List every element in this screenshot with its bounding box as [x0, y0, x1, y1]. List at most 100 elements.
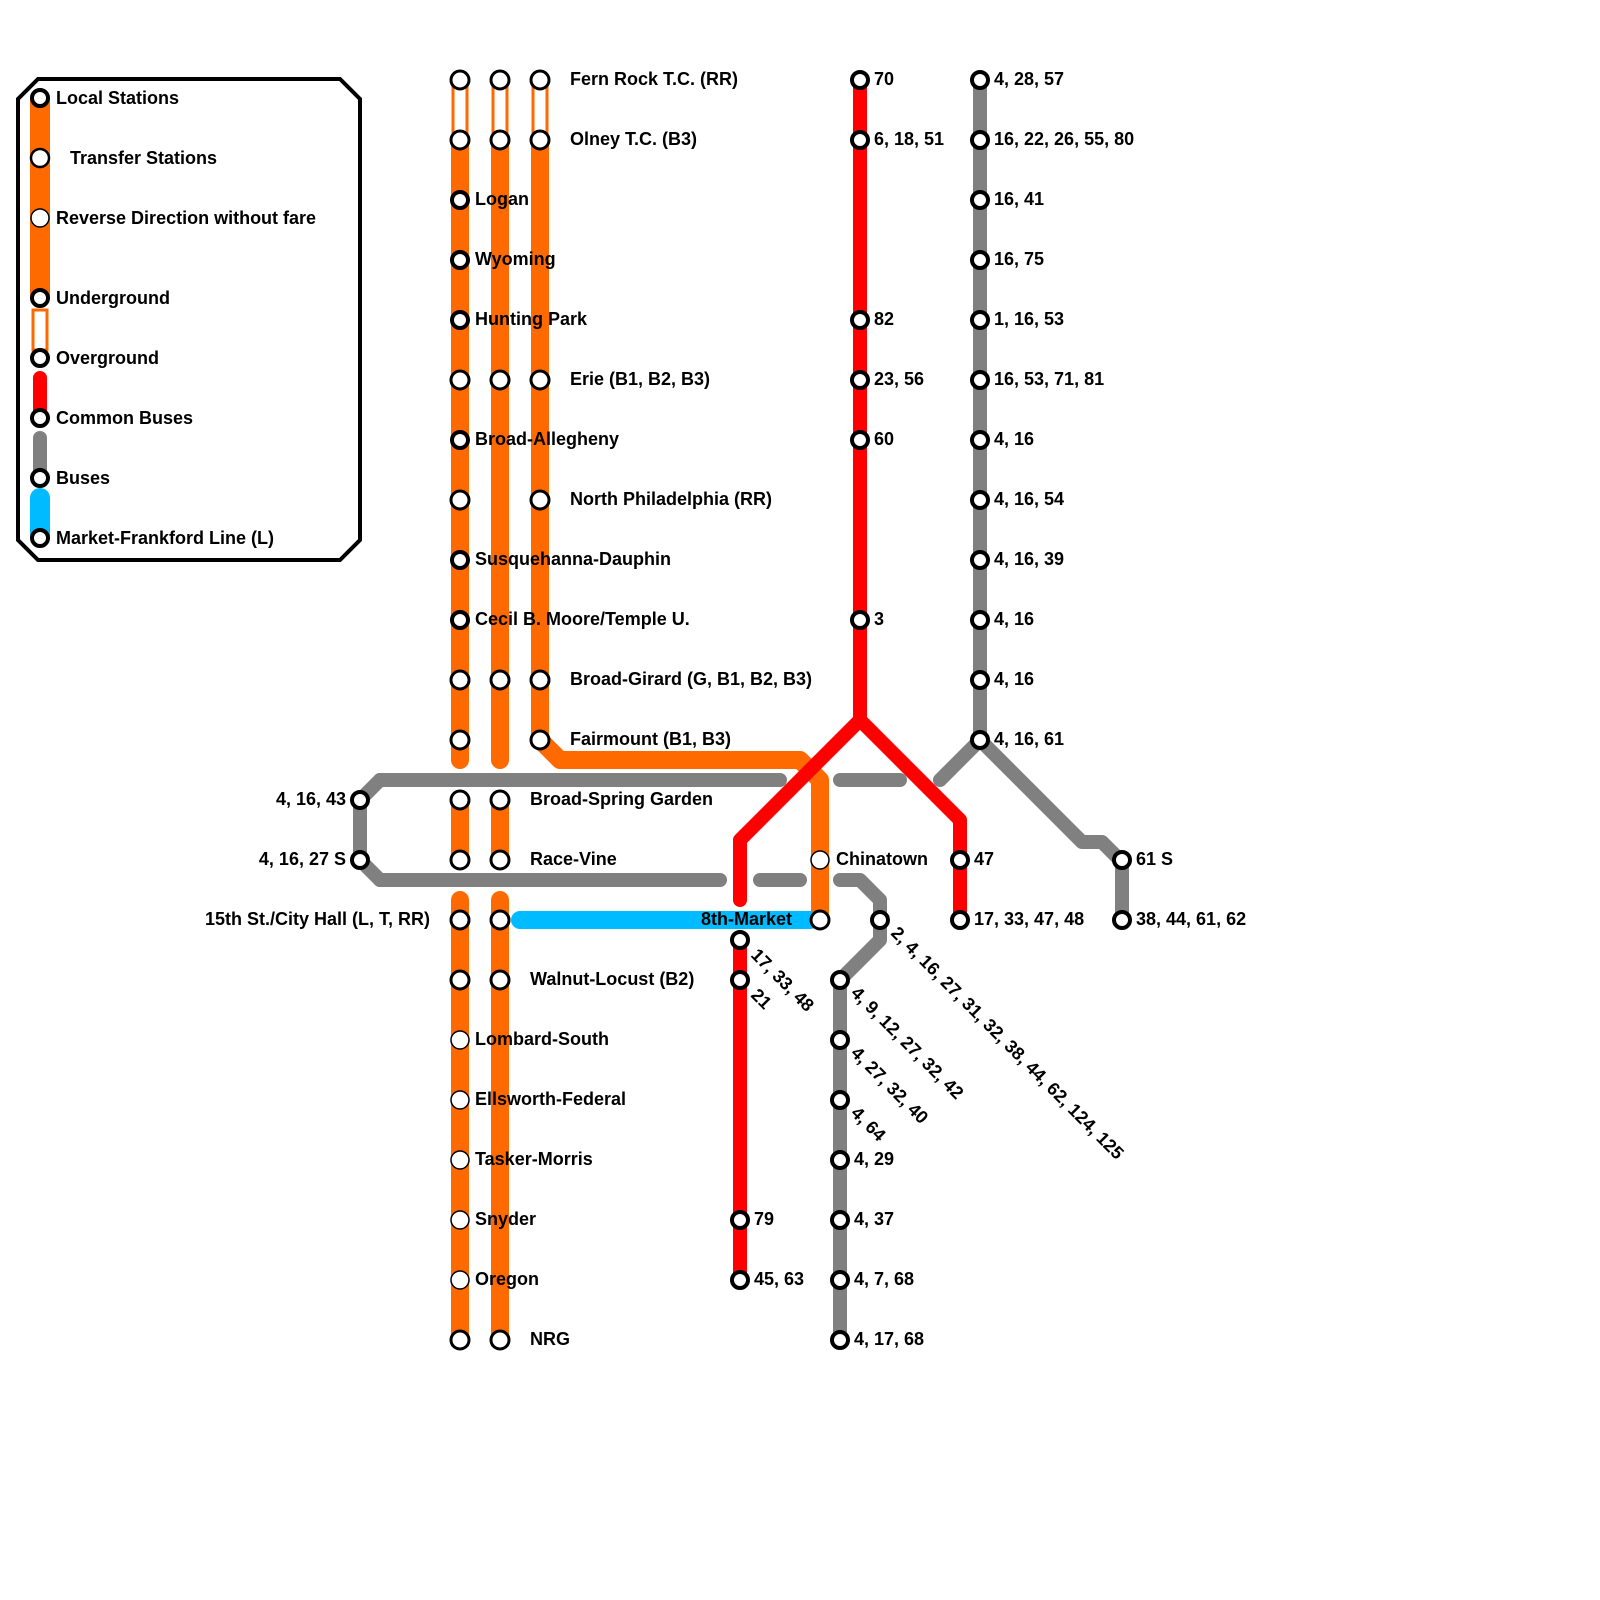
label-stop-4-16-b: 4, 16 [994, 609, 1034, 629]
station-snyder[interactable] [450, 1210, 470, 1230]
legend-overground-swatch [31, 308, 49, 352]
station-erie-2[interactable] [489, 369, 511, 391]
label-erie: Erie (B1, B2, B3) [570, 369, 710, 389]
station-broad-girard-3[interactable] [529, 669, 551, 691]
station-hunting-park[interactable] [450, 310, 470, 330]
station-nrg-1[interactable] [449, 1329, 471, 1351]
station-erie-3[interactable] [529, 369, 551, 391]
station-ellsworth-federal[interactable] [450, 1090, 470, 1110]
label-snyder: Snyder [475, 1209, 536, 1229]
station-olney-2[interactable] [489, 129, 511, 151]
stop-4-16-54[interactable] [970, 490, 990, 510]
stop-79[interactable] [730, 1210, 750, 1230]
label-oregon: Oregon [475, 1269, 539, 1289]
stop-4-16-c[interactable] [970, 670, 990, 690]
stop-4-7-68[interactable] [830, 1270, 850, 1290]
station-olney-3[interactable] [529, 129, 551, 151]
label-broad-allegheny: Broad-Allegheny [475, 429, 619, 449]
station-nrg-2[interactable] [489, 1329, 511, 1351]
stop-82[interactable] [850, 310, 870, 330]
station-tasker-morris[interactable] [450, 1150, 470, 1170]
label-stop-4-16-61: 4, 16, 61 [994, 729, 1064, 749]
bus-labels: 4, 28, 57 16, 22, 26, 55, 80 16, 41 16, … [259, 69, 1246, 1349]
station-olney-1[interactable] [449, 129, 471, 151]
stop-17-33-48[interactable] [730, 930, 750, 950]
stop-60[interactable] [850, 430, 870, 450]
stop-4-16-27-s[interactable] [350, 850, 370, 870]
stop-6-18-51[interactable] [850, 130, 870, 150]
label-chinatown: Chinatown [836, 849, 928, 869]
label-stop-4-29: 4, 29 [854, 1149, 894, 1169]
station-broad-spring-garden-1[interactable] [449, 789, 471, 811]
label-stop-4-28-57: 4, 28, 57 [994, 69, 1064, 89]
stop-17-33-47-48[interactable] [950, 910, 970, 930]
stop-1-16-53[interactable] [970, 310, 990, 330]
stop-4-16-61[interactable] [970, 730, 990, 750]
station-race-vine-2[interactable] [489, 849, 511, 871]
label-susquehanna-dauphin: Susquehanna-Dauphin [475, 549, 671, 569]
broad-line-3-north [531, 131, 829, 929]
station-race-vine-1[interactable] [449, 849, 471, 871]
stop-4-17-68[interactable] [830, 1330, 850, 1350]
station-fern-rock-2[interactable] [489, 69, 511, 91]
station-fairmount-3[interactable] [529, 729, 551, 751]
station-fern-rock-3[interactable] [529, 69, 551, 91]
label-stop-16-53-71-81: 16, 53, 71, 81 [994, 369, 1104, 389]
station-oregon[interactable] [450, 1270, 470, 1290]
station-broad-spring-garden-2[interactable] [489, 789, 511, 811]
station-eighth-market[interactable] [809, 909, 831, 931]
label-stop-4-16-27-s: 4, 16, 27 S [259, 849, 346, 869]
station-walnut-locust-2[interactable] [489, 969, 511, 991]
station-broad-allegheny[interactable] [450, 430, 470, 450]
station-erie-1[interactable] [449, 369, 471, 391]
station-walnut-locust-1[interactable] [449, 969, 471, 991]
stop-bus-hub[interactable] [870, 910, 890, 930]
station-north-philadelphia-3[interactable] [529, 489, 551, 511]
stop-45-63[interactable] [730, 1270, 750, 1290]
station-broad-girard-1[interactable] [449, 669, 471, 691]
stop-4-37[interactable] [830, 1210, 850, 1230]
label-stop-79: 79 [754, 1209, 774, 1229]
station-city-hall-1[interactable] [449, 909, 471, 931]
station-broad-girard-2[interactable] [489, 669, 511, 691]
station-cecil-b-moore[interactable] [450, 610, 470, 630]
station-chinatown[interactable] [810, 850, 830, 870]
stop-16-75[interactable] [970, 250, 990, 270]
stop-4-29[interactable] [830, 1150, 850, 1170]
stop-61-s[interactable] [1112, 850, 1132, 870]
stations [350, 69, 1132, 1351]
legend-transfer-stations-label: Transfer Stations [70, 148, 217, 168]
station-susquehanna-dauphin[interactable] [450, 550, 470, 570]
stop-38-44-61-62[interactable] [1112, 910, 1132, 930]
stop-4-64[interactable] [830, 1090, 850, 1110]
station-wyoming[interactable] [450, 250, 470, 270]
station-north-philadelphia-1[interactable] [449, 489, 471, 511]
label-stop-4-16-43: 4, 16, 43 [276, 789, 346, 809]
common-bus-east-branch [853, 713, 967, 927]
label-stop-16-41: 16, 41 [994, 189, 1044, 209]
stop-16-22-26-55-80[interactable] [970, 130, 990, 150]
stop-16-53-71-81[interactable] [970, 370, 990, 390]
stop-3[interactable] [850, 610, 870, 630]
station-lombard-south[interactable] [450, 1030, 470, 1050]
station-city-hall-2[interactable] [489, 909, 511, 931]
stop-70[interactable] [850, 70, 870, 90]
label-stop-4-16-a: 4, 16 [994, 429, 1034, 449]
stop-4-28-57[interactable] [970, 70, 990, 90]
station-logan[interactable] [450, 190, 470, 210]
stop-4-16-b[interactable] [970, 610, 990, 630]
station-fern-rock-1[interactable] [449, 69, 471, 91]
label-stop-4-16-c: 4, 16 [994, 669, 1034, 689]
label-stop-45-63: 45, 63 [754, 1269, 804, 1289]
stop-4-16-a[interactable] [970, 430, 990, 450]
label-broad-spring-garden: Broad-Spring Garden [530, 789, 713, 809]
stop-4-16-43[interactable] [350, 790, 370, 810]
station-fairmount-1[interactable] [449, 729, 471, 751]
stop-21[interactable] [730, 970, 750, 990]
stop-4-16-39[interactable] [970, 550, 990, 570]
stop-23-56[interactable] [850, 370, 870, 390]
stop-4-27-32-40[interactable] [830, 1030, 850, 1050]
stop-16-41[interactable] [970, 190, 990, 210]
stop-47[interactable] [950, 850, 970, 870]
stop-4-9-12-27-32-42[interactable] [830, 970, 850, 990]
